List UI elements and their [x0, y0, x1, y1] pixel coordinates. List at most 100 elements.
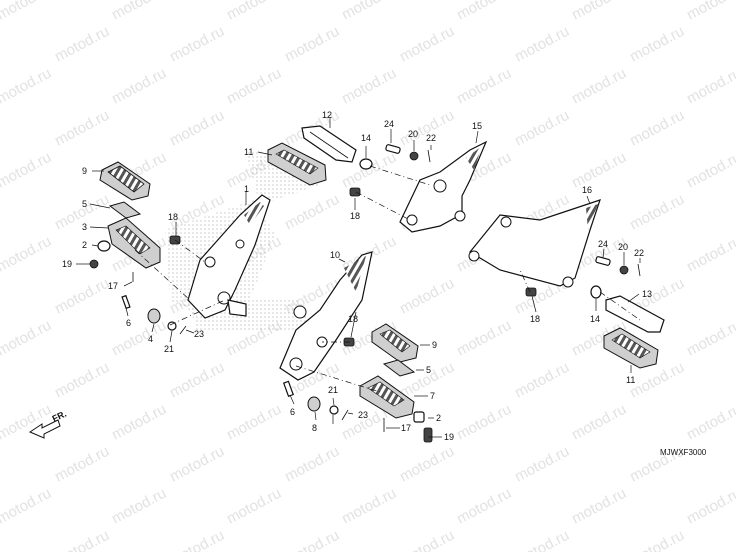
callout-5-center: 5	[426, 365, 431, 375]
callout-18-top: 18	[350, 211, 360, 221]
watermark-text: motod.ru	[569, 149, 629, 192]
watermark-text: motod.ru	[512, 359, 572, 402]
callout-14-right: 14	[590, 314, 600, 324]
watermark-text: motod.ru	[167, 23, 227, 66]
watermark-text: motod.ru	[684, 317, 736, 360]
upper-bolt-18	[349, 187, 361, 197]
dash-left-1	[174, 239, 206, 263]
left-bracket	[187, 194, 271, 319]
callout-18-right: 18	[530, 314, 540, 324]
leader-lines	[76, 118, 641, 438]
watermark-text: motod.ru	[167, 107, 227, 150]
callout-18-center: 18	[348, 314, 358, 324]
dash-left-2	[134, 249, 191, 301]
left-cotter-23	[179, 325, 187, 335]
callout-24-top: 24	[384, 119, 394, 129]
watermark-text: motod.ru	[569, 65, 629, 108]
callout-9-center: 9	[432, 340, 437, 350]
callout-11-right: 11	[626, 375, 635, 385]
watermark-text: motod.ru	[52, 527, 112, 552]
watermark-text: motod.ru	[224, 0, 284, 24]
watermark-text: motod.ru	[397, 443, 457, 486]
figure-code: MJWXF3000	[660, 448, 707, 457]
center-bolt-19	[423, 427, 433, 443]
callout-19-center: 19	[444, 432, 454, 442]
watermark-text: motod.ru	[0, 485, 54, 528]
front-label: FR.	[51, 409, 68, 424]
watermark-text: motod.ru	[109, 317, 169, 360]
watermark-text: motod.ru	[569, 401, 629, 444]
watermark-text: motod.ru	[52, 23, 112, 66]
watermark-text: motod.ru	[512, 107, 572, 150]
watermark-text: motod.ru	[684, 65, 736, 108]
watermark-text: motod.ru	[684, 233, 736, 276]
watermark-text: motod.ru	[282, 23, 342, 66]
left-footpeg	[107, 217, 161, 269]
right-pin-22	[637, 263, 641, 277]
center-pin-6	[282, 380, 294, 398]
left-pin-6	[121, 294, 131, 310]
callout-10: 10	[330, 250, 340, 260]
watermark-text: motod.ru	[512, 443, 572, 486]
callout-22-top: 22	[426, 133, 436, 143]
center-collar	[413, 411, 425, 423]
callout-20-top: 20	[408, 129, 418, 139]
dash-upper-2	[369, 165, 431, 186]
callout-18-left: 18	[168, 212, 178, 222]
upper-washer-14	[359, 158, 373, 170]
left-bolt-19	[89, 259, 99, 269]
center-cotter-23	[341, 409, 349, 421]
watermark-text: motod.ru	[109, 65, 169, 108]
center-footpeg-rubber	[371, 323, 419, 363]
callout-7: 7	[430, 391, 435, 401]
right-bolt-18	[525, 287, 537, 297]
callout-17-center: 17	[401, 423, 411, 433]
callout-23-center: 23	[358, 410, 368, 420]
watermark-text: motod.ru	[512, 527, 572, 552]
watermark-text: motod.ru	[454, 317, 514, 360]
watermark-text: motod.ru	[282, 191, 342, 234]
center-washer-21	[329, 405, 339, 415]
callout-22-right: 22	[634, 248, 644, 258]
watermark-text: motod.ru	[512, 23, 572, 66]
dash-left-3	[169, 299, 226, 326]
watermark-text: motod.ru	[627, 107, 687, 150]
callout-8: 8	[312, 423, 317, 433]
callout-12: 12	[322, 110, 332, 120]
right-bolt-24	[595, 256, 611, 266]
left-collar	[97, 240, 111, 252]
callout-24-right: 24	[598, 239, 608, 249]
front-arrow-icon	[28, 419, 61, 439]
callout-19-left: 19	[62, 259, 72, 269]
upper-rear-footpeg	[301, 125, 357, 163]
watermark-text: motod.ru	[109, 0, 169, 24]
dash-right-1	[519, 269, 531, 293]
watermark-text: motod.ru	[282, 443, 342, 486]
watermark-text: motod.ru	[0, 0, 54, 24]
watermark-text: motod.ru	[167, 443, 227, 486]
upper-nut-20	[409, 151, 419, 161]
watermark-text: motod.ru	[0, 401, 54, 444]
callout-21-center-top: 21	[328, 385, 338, 395]
watermark-text: motod.ru	[339, 485, 399, 528]
callout-4: 4	[148, 334, 153, 344]
watermark-text: motod.ru	[224, 65, 284, 108]
center-footpeg-plate	[382, 359, 416, 377]
watermark-text: motod.ru	[109, 485, 169, 528]
watermark-text: motod.ru	[52, 107, 112, 150]
watermark-text: motod.ru	[0, 317, 54, 360]
upper-rear-rubber	[267, 142, 327, 186]
watermark-text: motod.ru	[0, 149, 54, 192]
watermark-text: motod.ru	[454, 0, 514, 24]
upper-bolt-24	[385, 144, 401, 154]
callout-20-right: 20	[618, 242, 628, 252]
watermark-text: motod.ru	[52, 275, 112, 318]
upper-rear-bracket	[399, 140, 488, 233]
right-rear-footpeg	[605, 295, 665, 333]
callout-2-center: 2	[436, 413, 441, 423]
watermark-text: motod.ru	[339, 0, 399, 24]
callout-6-left: 6	[126, 318, 131, 328]
callout-2-left: 2	[82, 240, 87, 250]
callout-21-left: 21	[164, 344, 174, 354]
